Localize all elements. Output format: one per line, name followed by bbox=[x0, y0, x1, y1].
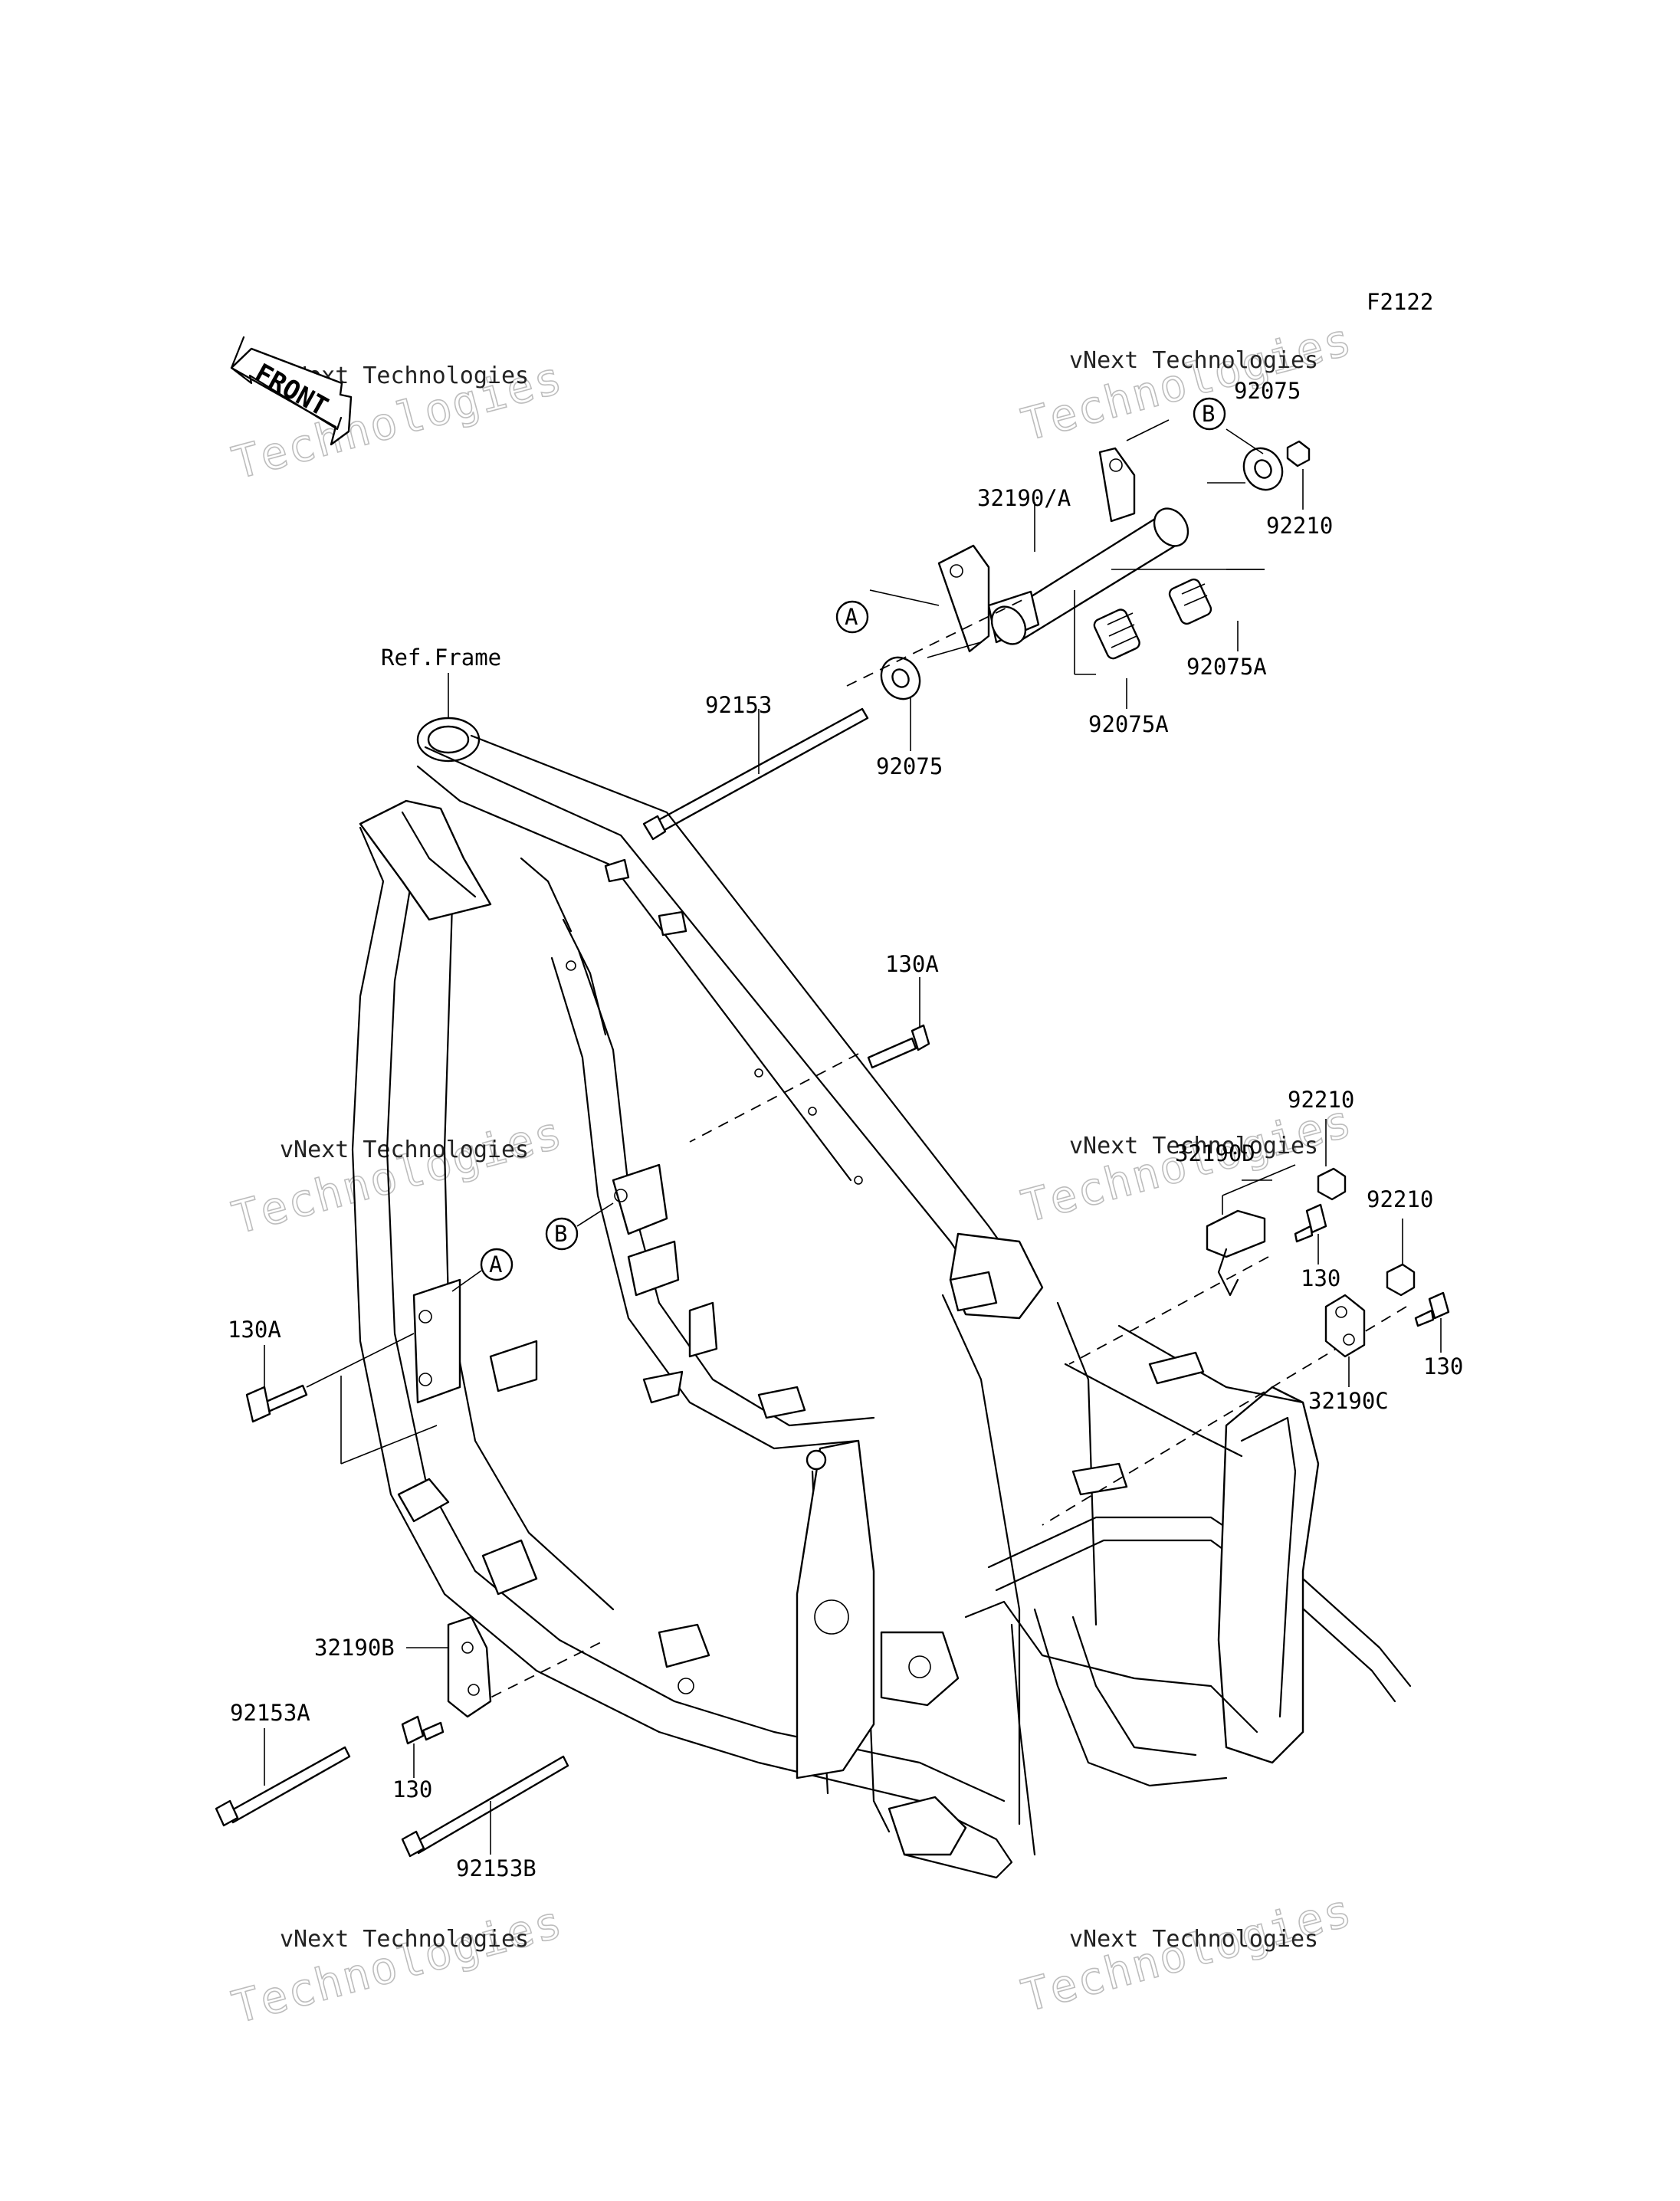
part-label-92153: 92153 bbox=[705, 692, 772, 718]
part-label-130a-left: 130A bbox=[228, 1317, 281, 1343]
part-label-32190d: 32190D bbox=[1175, 1140, 1255, 1166]
callout-a-top-label: A bbox=[845, 604, 858, 630]
bolt-130a-left bbox=[245, 1333, 438, 1465]
dashed-guides bbox=[474, 597, 1407, 1706]
part-label-32190-a: 32190/A bbox=[977, 485, 1071, 511]
watermark-top-right: Technologies vNext Technologies bbox=[1016, 312, 1358, 451]
watermark-small: vNext Technologies bbox=[280, 1926, 529, 1953]
part-label-32190b: 32190B bbox=[314, 1635, 395, 1661]
watermark-mid-left: Technologies vNext Technologies bbox=[226, 1105, 569, 1245]
part-label-130-bottom: 130 bbox=[392, 1776, 432, 1802]
watermark-small: vNext Technologies bbox=[1069, 347, 1318, 374]
watermark-small: vNext Technologies bbox=[1069, 1926, 1318, 1953]
part-label-92075a-1: 92075A bbox=[1186, 654, 1267, 680]
callout-a-frame-label: A bbox=[489, 1251, 502, 1278]
part-labels: Ref.Frame 32190/A 92075 92210 92075A 920… bbox=[228, 378, 1463, 1881]
watermarks: Technologies vNext Technologies Technolo… bbox=[226, 312, 1358, 2034]
watermark-big: Technologies bbox=[227, 1895, 569, 2033]
callout-b-frame bbox=[545, 1217, 579, 1251]
part-label-92075-top: 92075 bbox=[1234, 378, 1301, 404]
watermark-big: Technologies bbox=[227, 1106, 569, 1244]
lower-fasteners bbox=[215, 1615, 569, 1858]
watermark-big: Technologies bbox=[1016, 313, 1358, 451]
part-label-92153a: 92153A bbox=[230, 1700, 310, 1726]
part-label-92075a-2: 92075A bbox=[1088, 711, 1169, 737]
part-label-130-right1: 130 bbox=[1301, 1265, 1340, 1291]
watermark-small: vNext Technologies bbox=[280, 1137, 529, 1163]
callout-b-top-label: B bbox=[1202, 401, 1215, 427]
part-label-92210-right2: 92210 bbox=[1367, 1186, 1433, 1212]
motorcycle-frame bbox=[351, 717, 1412, 1879]
part-label-32190c: 32190C bbox=[1308, 1388, 1389, 1414]
bolt-130a-top bbox=[867, 977, 930, 1069]
part-label-130-right2: 130 bbox=[1423, 1353, 1463, 1379]
ref-frame-label: Ref.Frame bbox=[381, 645, 501, 671]
watermark-bottom-left: Technologies vNext Technologies bbox=[226, 1894, 569, 2034]
bolt-92153 bbox=[642, 707, 869, 841]
right-fasteners bbox=[1206, 1119, 1450, 1387]
part-label-130a-top: 130A bbox=[885, 951, 939, 977]
watermark-small: vNext Technologies bbox=[1069, 1133, 1318, 1160]
diagram-code: F2122 bbox=[1367, 289, 1433, 315]
part-label-92075-mid: 92075 bbox=[876, 753, 943, 779]
callout-b-top bbox=[1193, 397, 1226, 431]
callout-b-frame-label: B bbox=[554, 1221, 567, 1247]
watermark-bottom-right: Technologies vNext Technologies bbox=[1016, 1883, 1358, 2022]
watermark-big: Technologies bbox=[1016, 1884, 1358, 2022]
callout-a-frame bbox=[480, 1248, 514, 1281]
callout-a-top bbox=[835, 600, 869, 634]
upper-bracket-assembly bbox=[869, 419, 1311, 751]
part-label-92210-top: 92210 bbox=[1266, 513, 1333, 539]
part-label-92210-right1: 92210 bbox=[1288, 1087, 1354, 1113]
part-label-92153b: 92153B bbox=[456, 1855, 536, 1881]
